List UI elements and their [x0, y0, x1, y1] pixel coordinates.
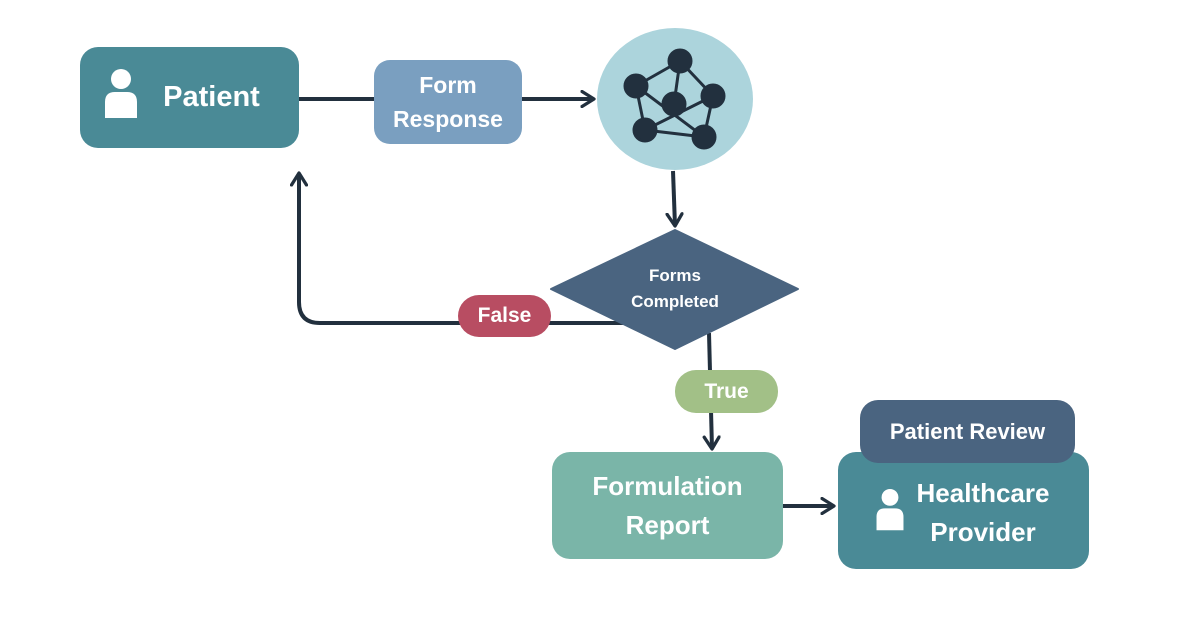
formulation-line2: Report: [625, 509, 710, 540]
provider-line1: Healthcare: [916, 478, 1050, 508]
patient-node: Patient: [80, 47, 299, 148]
patient-label: Patient: [163, 81, 260, 113]
patient-review-tag: Patient Review: [860, 400, 1075, 463]
network-graph-icon: [623, 48, 726, 150]
false-label: False: [458, 295, 551, 337]
decision-label: Forms Completed: [600, 263, 750, 315]
form-response-node: Form Response: [374, 60, 522, 144]
decision-line2: Completed: [631, 292, 719, 311]
person-icon: [105, 69, 137, 118]
person-icon: [876, 488, 904, 531]
provider-line2: Provider: [930, 517, 1036, 547]
edge-network-to-decision: [673, 170, 675, 226]
true-label: True: [675, 370, 778, 413]
formulation-line1: Formulation: [592, 470, 743, 501]
edge-false-loop: [299, 173, 625, 325]
formulation-report-node: Formulation Report: [552, 452, 783, 559]
ai-network-node: [597, 28, 753, 170]
form-response-line1: Form: [419, 72, 477, 98]
decision-line1: Forms: [649, 266, 701, 285]
decision-diamond: [550, 229, 799, 350]
form-response-line2: Response: [393, 106, 503, 132]
